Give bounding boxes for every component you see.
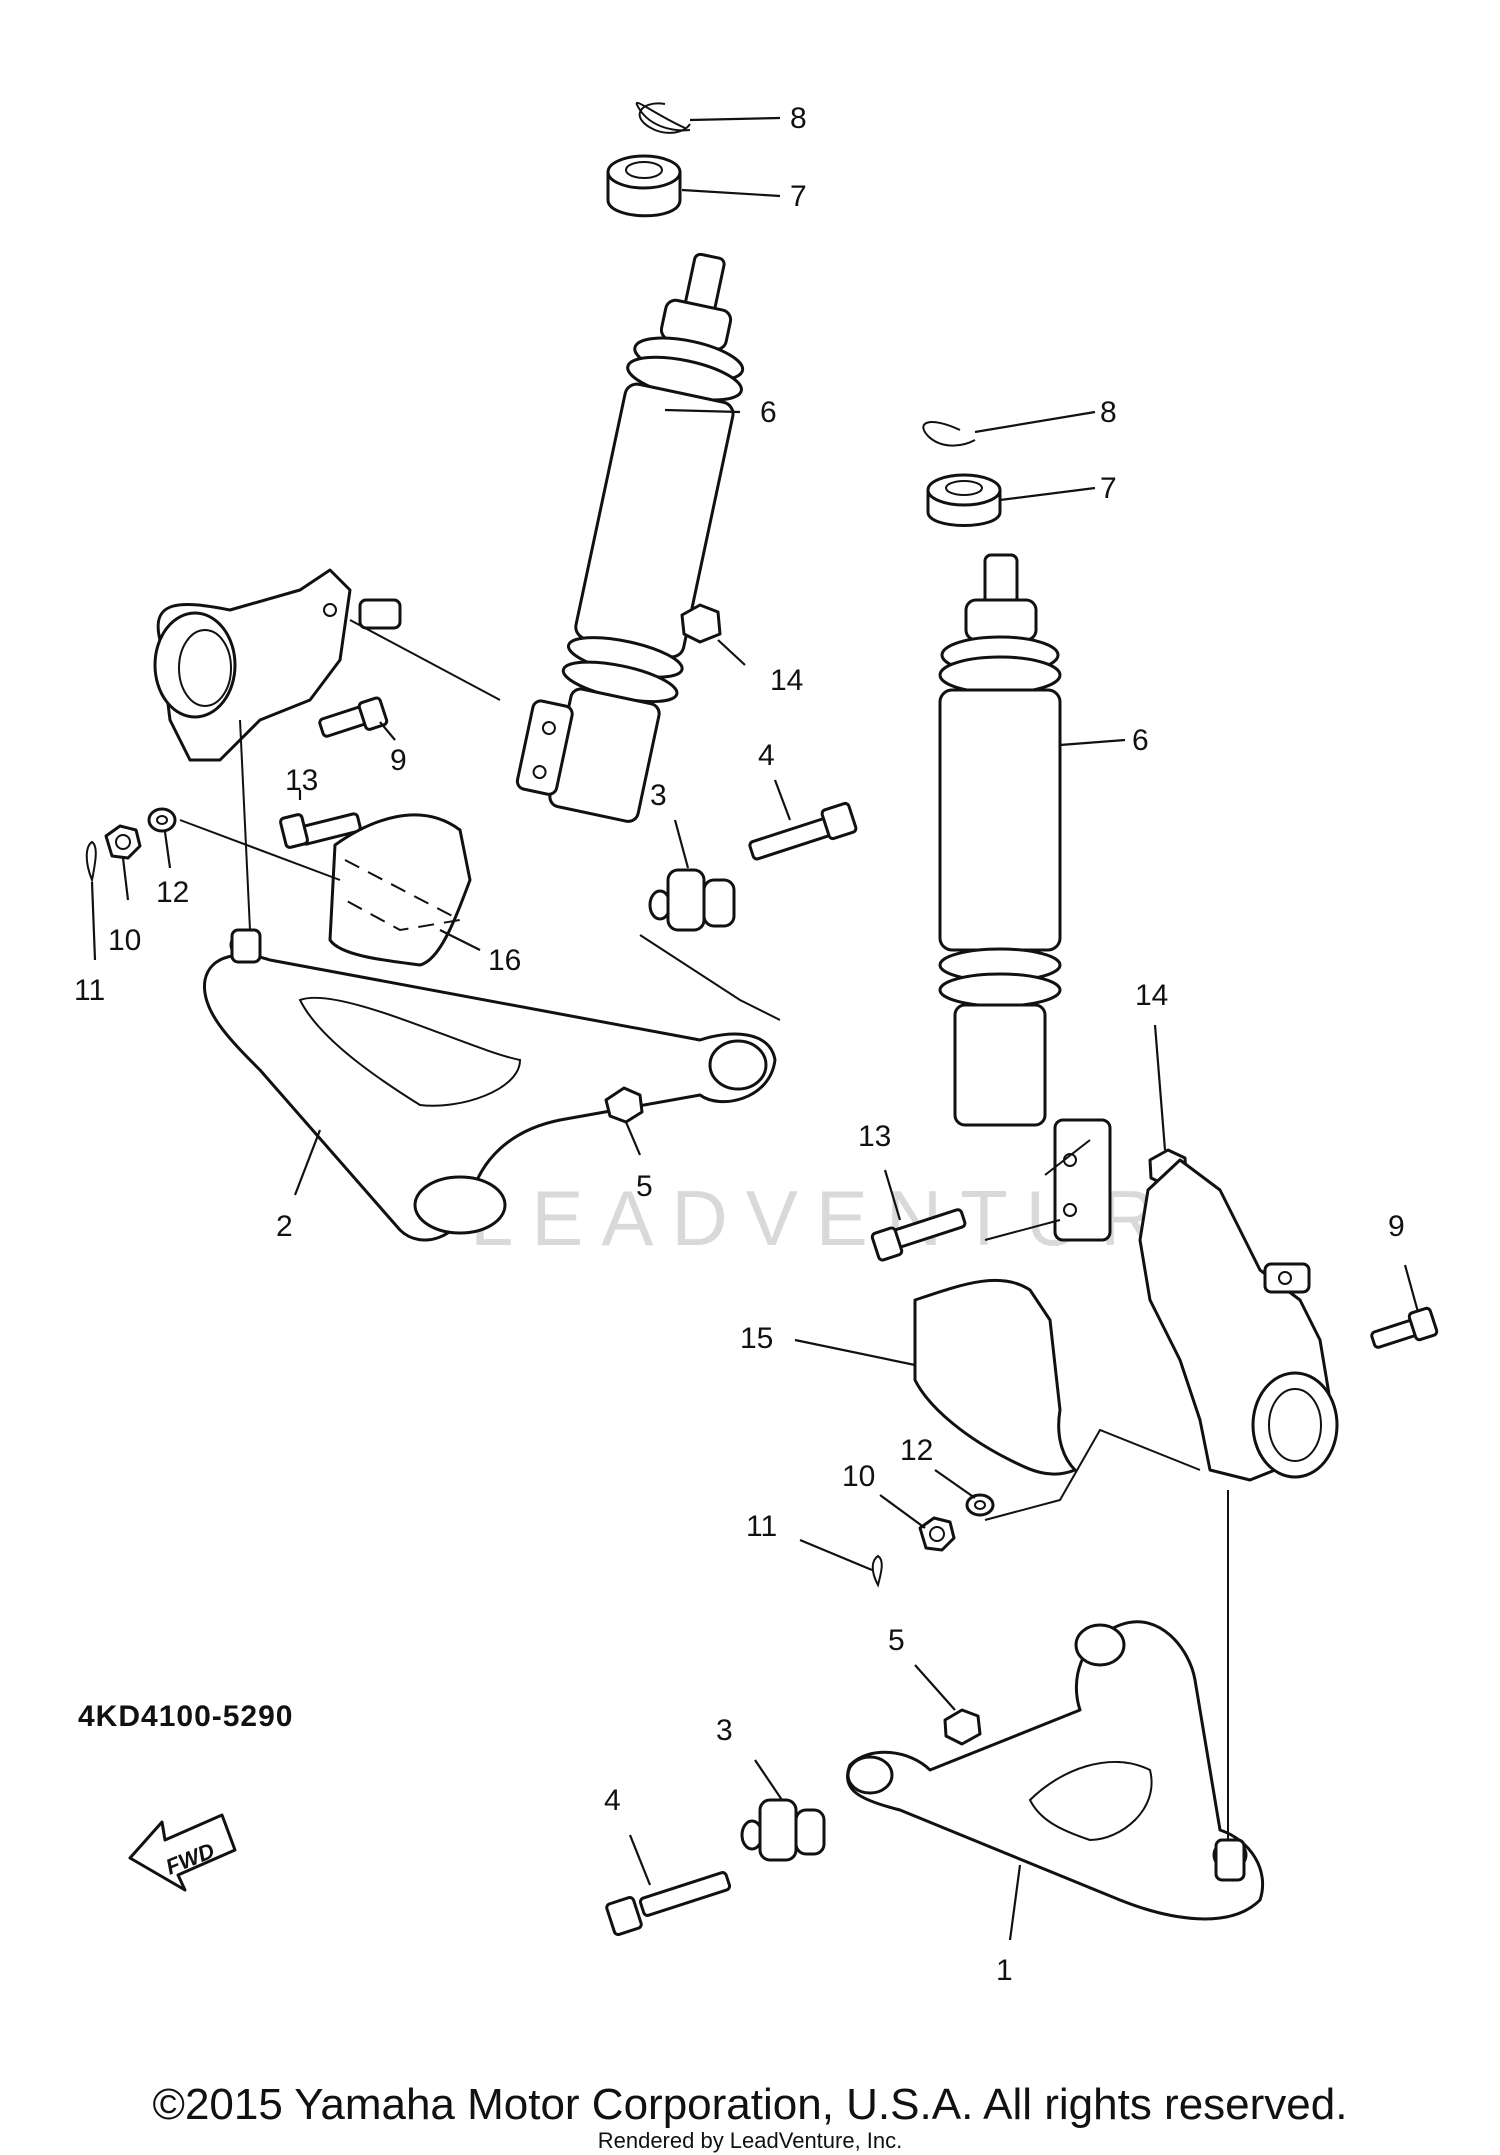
callout-number: 13 — [285, 764, 318, 797]
callout-number: 9 — [1388, 1210, 1405, 1243]
circlip-part — [635, 101, 691, 134]
assembly-line — [984, 1428, 1201, 1521]
callout-number: 6 — [760, 396, 777, 429]
callout-number: 10 — [108, 924, 141, 957]
ring-nut-part — [606, 154, 682, 218]
callout-number: 15 — [740, 1322, 773, 1355]
diagram-code: 4KD4100-5290 — [78, 1700, 294, 1733]
bolt-part — [279, 812, 362, 849]
callout-number: 8 — [790, 102, 807, 135]
callout-number: 1 — [996, 1954, 1013, 1987]
callout-number: 13 — [858, 1120, 891, 1153]
washer-part — [147, 807, 177, 833]
nut-part — [680, 603, 722, 644]
bushing-part — [740, 1798, 826, 1862]
assembly-line — [1044, 1139, 1091, 1176]
callout-number: 6 — [1132, 724, 1149, 757]
copyright-notice: ©2015 Yamaha Motor Corporation, U.S.A. A… — [152, 2080, 1348, 2129]
bolt-part — [1370, 1306, 1439, 1349]
ring-nut-part — [926, 473, 1002, 527]
callout-number: 14 — [1135, 979, 1168, 1012]
callout-number: 7 — [1100, 472, 1117, 505]
bolt-part — [870, 1208, 967, 1262]
circlip-part — [922, 421, 976, 447]
bolt-part — [605, 1871, 732, 1937]
assembly-line — [639, 934, 781, 1021]
callout-number: 11 — [746, 1510, 777, 1543]
castle-nut-part — [918, 1516, 956, 1552]
callout-number: 9 — [390, 744, 407, 777]
nut-part — [943, 1708, 982, 1746]
callout-number: 5 — [636, 1170, 653, 1203]
shock-guard-part — [328, 813, 472, 967]
control-arm-part — [846, 1620, 1265, 1921]
callout-number: 10 — [842, 1460, 875, 1493]
assembly-line — [349, 619, 501, 701]
callout-number: 2 — [276, 1210, 293, 1243]
steering-knuckle-part — [1138, 1158, 1339, 1482]
callout-number: 3 — [716, 1714, 733, 1747]
bolt-part — [318, 696, 389, 738]
nut-part — [604, 1086, 644, 1124]
callout-group-left: 8 7 6 14 9 13 12 10 11 3 4 16 2 5 — [74, 102, 807, 1243]
callout-group-right: 8 7 6 14 13 9 15 12 10 11 5 3 4 1 — [604, 396, 1420, 1987]
callout-number: 12 — [900, 1434, 933, 1467]
shock-absorber-part — [938, 553, 1112, 1242]
callout-number: 8 — [1100, 396, 1117, 429]
watermark-text: LEADVENTURE — [470, 1174, 1244, 1262]
bushing-part — [648, 868, 736, 932]
callout-number: 16 — [488, 944, 521, 977]
callout-number: 3 — [650, 779, 667, 812]
assembly-line — [984, 1219, 1061, 1241]
callout-number: 12 — [156, 876, 189, 909]
castle-nut-part — [104, 824, 142, 860]
shock-guard-part — [913, 1278, 1077, 1476]
cotter-pin-part — [85, 840, 97, 884]
callout-number: 5 — [888, 1624, 905, 1657]
callout-number: 4 — [758, 739, 775, 772]
exploded-parts-diagram: LEADVENTURE — [74, 101, 1439, 1987]
assembly-line — [239, 719, 251, 931]
steering-knuckle-part — [153, 568, 402, 762]
callout-number: 11 — [74, 974, 105, 1007]
washer-part — [965, 1493, 995, 1517]
control-arm-part — [202, 928, 777, 1242]
callout-number: 14 — [770, 664, 803, 697]
callout-number: 4 — [604, 1784, 621, 1817]
forward-arrow-icon: FWD — [128, 1813, 237, 1892]
shock-absorber-part — [515, 252, 745, 823]
callout-number: 7 — [790, 180, 807, 213]
rendered-by-notice: Rendered by LeadVenture, Inc. — [597, 2128, 903, 2153]
assembly-line — [179, 819, 341, 881]
bolt-part — [748, 801, 858, 861]
cotter-pin-part — [871, 1554, 883, 1588]
